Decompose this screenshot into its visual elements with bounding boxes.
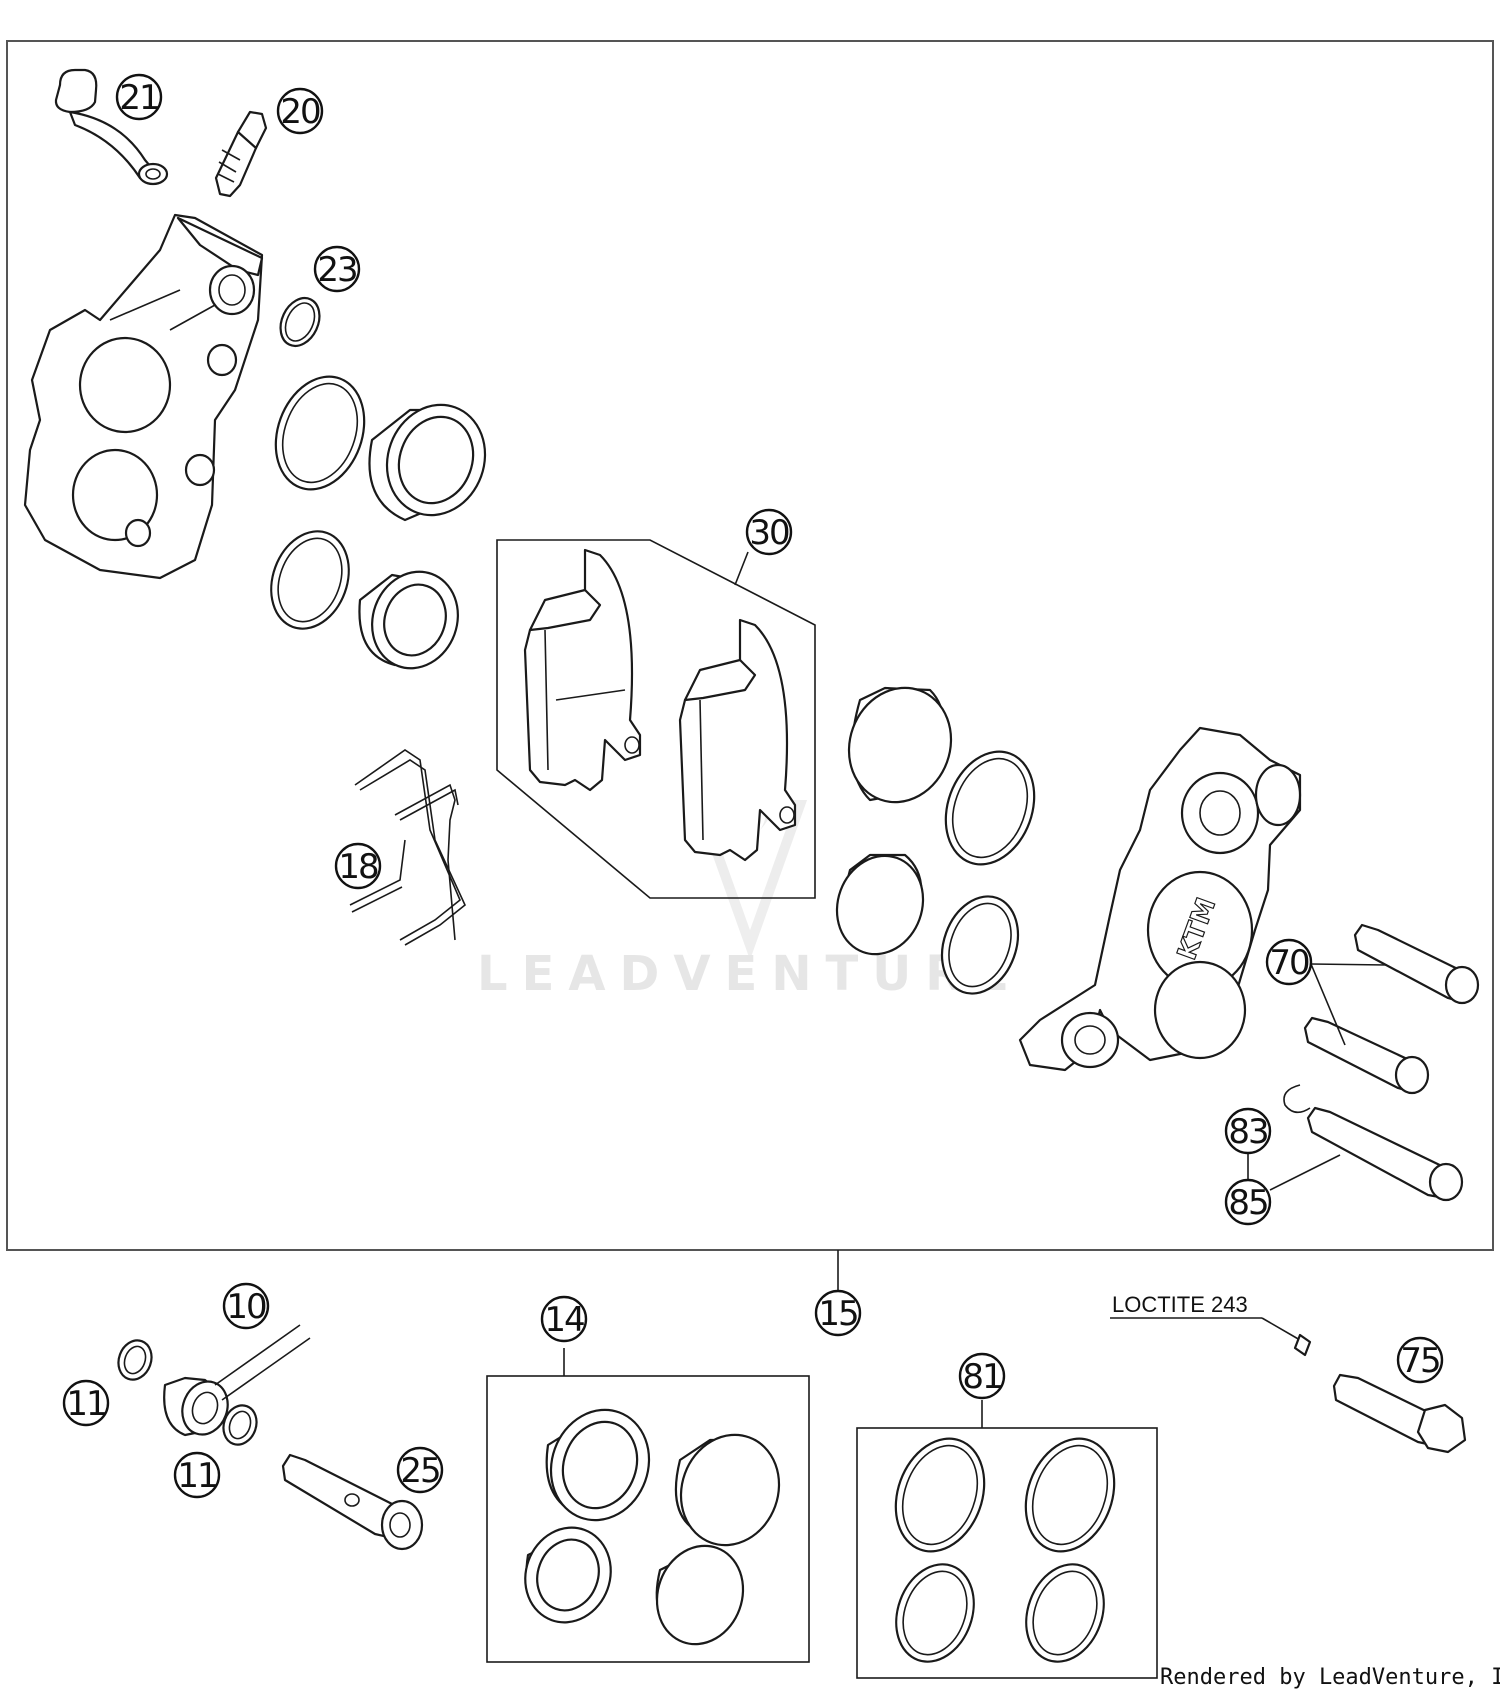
svg-text:11: 11 (177, 1456, 216, 1496)
callout-70: 70 (1265, 938, 1313, 986)
o-ring-part (279, 296, 321, 348)
svg-text:75: 75 (1400, 1341, 1439, 1381)
callout-23: 23 (313, 245, 361, 293)
seal-kit-outline (856, 1427, 1158, 1679)
svg-text:25: 25 (400, 1451, 439, 1491)
seal-kit-part (894, 1437, 1116, 1663)
callout-14: 14 (540, 1295, 588, 1343)
svg-text:14: 14 (544, 1300, 584, 1340)
bleed-screw-part (214, 110, 268, 198)
svg-text:30: 30 (749, 513, 789, 553)
caliper-inner-half-part: KTM (1018, 726, 1302, 1072)
callout-85: 85 (1224, 1178, 1272, 1226)
svg-text:20: 20 (280, 92, 320, 132)
piston-seals-left (270, 375, 366, 630)
brake-pads-part (523, 548, 797, 862)
rendered-by-footer: Rendered by LeadVenture, Inc. (1160, 1665, 1500, 1690)
svg-text:81: 81 (962, 1357, 1001, 1397)
callout-10: 10 (222, 1282, 270, 1330)
pad-kit-outline (496, 539, 816, 899)
assembly-frame (6, 40, 1494, 1251)
svg-text:10: 10 (226, 1287, 266, 1327)
banjo-fitting-part (117, 1324, 311, 1446)
svg-text:18: 18 (338, 847, 378, 887)
watermark-text: LEADVENTURE (477, 946, 1023, 1002)
callout-25: 25 (396, 1446, 444, 1494)
banjo-bolt-part (281, 1453, 424, 1551)
callout-15: 15 (814, 1289, 862, 1337)
callout-83: 83 (1224, 1107, 1272, 1155)
svg-text:11: 11 (66, 1384, 105, 1424)
bleed-cap-part (54, 68, 169, 186)
svg-text:23: 23 (317, 250, 356, 290)
pistons-left (358, 403, 487, 670)
svg-text:83: 83 (1228, 1112, 1267, 1152)
pistons-right (835, 686, 953, 956)
callout-20: 20 (276, 87, 324, 135)
callout-11-left: 11 (62, 1379, 110, 1427)
thread-lock-drop (1293, 1333, 1312, 1357)
callout-11-bottom: 11 (173, 1451, 221, 1499)
caliper-bolts-part (1303, 923, 1480, 1095)
piston-kit-outline (486, 1375, 810, 1663)
pad-spring-part (349, 749, 466, 946)
callout-75: 75 (1396, 1336, 1444, 1384)
svg-text:85: 85 (1228, 1183, 1267, 1223)
svg-text:21: 21 (119, 78, 158, 118)
callout-21: 21 (115, 73, 163, 121)
leader-lines (734, 551, 1388, 1191)
svg-text:15: 15 (818, 1294, 857, 1334)
svg-text:70: 70 (1269, 943, 1309, 983)
caliper-outer-half-part (23, 213, 264, 580)
pad-pin-and-clip-part (1283, 1084, 1464, 1202)
piston-kit-part (524, 1408, 781, 1646)
callout-30: 30 (745, 508, 793, 556)
piston-seals-right (940, 750, 1036, 995)
loctite-note: LOCTITE 243 (1112, 1292, 1248, 1317)
callout-81: 81 (958, 1352, 1006, 1400)
callout-18: 18 (334, 842, 382, 890)
mounting-bolt-part (1332, 1373, 1467, 1454)
